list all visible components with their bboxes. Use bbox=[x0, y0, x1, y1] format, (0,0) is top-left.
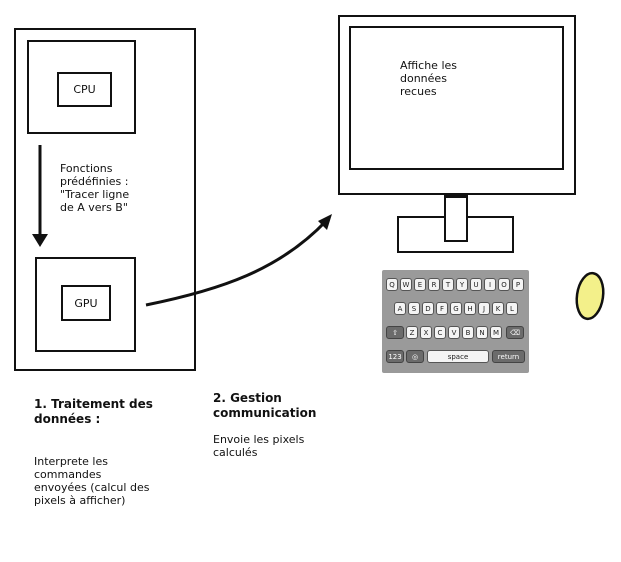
step2-body: Envoie les pixels calculés bbox=[213, 433, 305, 459]
key-h[interactable]: H bbox=[464, 302, 476, 315]
gpu-label: GPU bbox=[74, 297, 98, 310]
step2-title: 2. Gestion communication bbox=[213, 391, 317, 420]
key-v[interactable]: V bbox=[448, 326, 460, 339]
key-k[interactable]: K bbox=[492, 302, 504, 315]
key-t[interactable]: T bbox=[442, 278, 454, 291]
key-a[interactable]: A bbox=[394, 302, 406, 315]
step1-title: 1. Traitement des données : bbox=[34, 397, 153, 426]
gpu-to-monitor-arrow bbox=[145, 218, 329, 307]
arrow-annotation: Fonctions prédéfinies : "Tracer ligne de… bbox=[60, 162, 130, 214]
key-x[interactable]: X bbox=[420, 326, 432, 339]
cpu-label: CPU bbox=[73, 83, 96, 96]
key-g[interactable]: G bbox=[450, 302, 462, 315]
key-i[interactable]: I bbox=[484, 278, 496, 291]
key-m[interactable]: M bbox=[490, 326, 502, 339]
key-c[interactable]: C bbox=[434, 326, 446, 339]
key-f[interactable]: F bbox=[436, 302, 448, 315]
key-return[interactable]: return bbox=[492, 350, 525, 363]
key-l[interactable]: L bbox=[506, 302, 518, 315]
key-b[interactable]: B bbox=[462, 326, 474, 339]
key-q[interactable]: Q bbox=[386, 278, 398, 291]
monitor-neck-front bbox=[444, 196, 468, 242]
key-123[interactable]: 123 bbox=[386, 350, 404, 363]
key-r[interactable]: R bbox=[428, 278, 440, 291]
key-e[interactable]: E bbox=[414, 278, 426, 291]
key-u[interactable]: U bbox=[470, 278, 482, 291]
key-d[interactable]: D bbox=[422, 302, 434, 315]
key-p[interactable]: P bbox=[512, 278, 524, 291]
key-space[interactable]: space bbox=[427, 350, 489, 363]
step1-body: Interprete les commandes envoyées (calcu… bbox=[34, 455, 150, 507]
gpu-to-monitor-arrowhead bbox=[318, 214, 332, 230]
globe-icon[interactable]: ◎ bbox=[406, 350, 424, 363]
cpu-to-gpu-arrowhead bbox=[32, 234, 48, 247]
key-j[interactable]: J bbox=[478, 302, 490, 315]
gpu-chip: GPU bbox=[61, 285, 111, 321]
shift-icon[interactable]: ⇧ bbox=[386, 326, 404, 339]
key-o[interactable]: O bbox=[498, 278, 510, 291]
key-w[interactable]: W bbox=[400, 278, 412, 291]
monitor-screen-text: Affiche les données recues bbox=[400, 59, 457, 98]
key-y[interactable]: Y bbox=[456, 278, 468, 291]
key-z[interactable]: Z bbox=[406, 326, 418, 339]
backspace-icon[interactable]: ⌫ bbox=[506, 326, 524, 339]
key-n[interactable]: N bbox=[476, 326, 488, 339]
monitor-screen bbox=[349, 26, 564, 170]
cpu-chip: CPU bbox=[57, 72, 112, 107]
key-s[interactable]: S bbox=[408, 302, 420, 315]
mouse bbox=[575, 271, 605, 321]
